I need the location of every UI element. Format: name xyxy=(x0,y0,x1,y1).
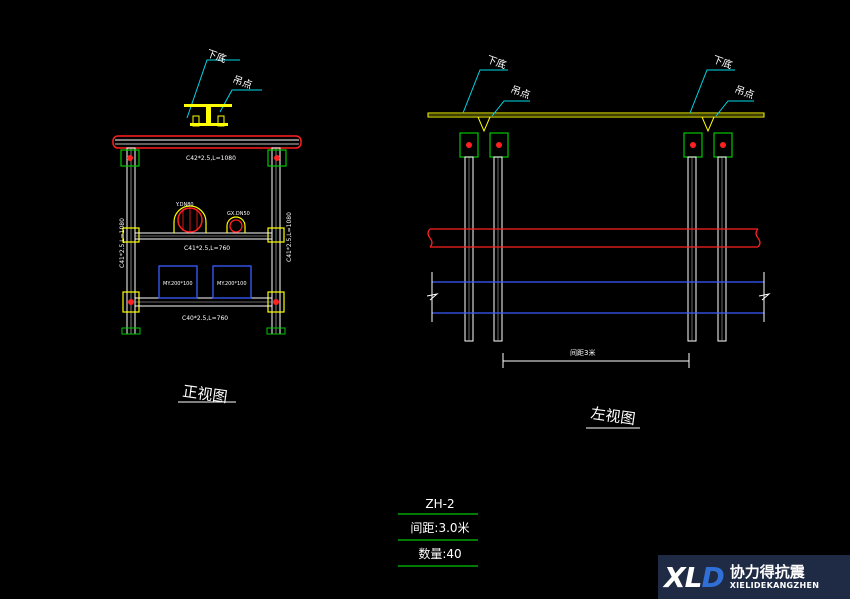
front-ducts: MY.200*100 MY.200*100 xyxy=(158,265,252,299)
duct-right xyxy=(212,265,252,299)
dim-top: C42*2.5,L=1080 xyxy=(186,155,236,162)
side-beam-label-right: 下底 xyxy=(711,53,734,72)
front-top-channel xyxy=(112,135,302,149)
front-pipes: Y.DN80 GX.DN50 xyxy=(173,202,250,233)
info-spacing: 间距:3.0米 xyxy=(410,521,469,535)
small-pipe xyxy=(229,219,243,233)
front-connectors xyxy=(120,149,287,335)
front-i-beam xyxy=(184,104,232,127)
logo-text: 协力得抗震 XIELIDEKANGZHEN xyxy=(730,563,820,591)
side-spacing-dimension: 间距3米 xyxy=(502,348,690,368)
side-hangers xyxy=(459,116,733,158)
logo-name-en: XIELIDEKANGZHEN xyxy=(729,581,820,590)
front-mid-channel xyxy=(134,232,273,240)
dim-left-vertical: C41*2.5,L=1080 xyxy=(119,218,126,268)
info-quantity: 数量:40 xyxy=(418,546,461,561)
large-pipe-saddle xyxy=(173,205,207,233)
side-callouts: 下底 吊点 下底 吊点 xyxy=(462,53,756,117)
front-view-title: 正视图 xyxy=(181,382,228,406)
small-pipe-saddle xyxy=(226,216,246,233)
side-posts xyxy=(464,156,727,342)
side-blue-ducts xyxy=(426,272,771,322)
side-view-title: 左视图 xyxy=(589,404,636,428)
dim-right-vertical: C41*2.5,L=1080 xyxy=(286,212,293,262)
front-hanger-label: 吊点 xyxy=(231,74,254,92)
info-code: ZH-2 xyxy=(425,497,454,511)
side-hanger-label-left: 吊点 xyxy=(509,84,532,102)
duct-right-label: MY.200*100 xyxy=(217,281,247,287)
side-view: 下底 吊点 下底 吊点 xyxy=(426,53,771,429)
side-top-beam xyxy=(427,112,765,118)
large-pipe-label: Y.DN80 xyxy=(175,202,194,208)
logo-name-cn: 协力得抗震 xyxy=(729,563,805,581)
small-pipe-label: GX.DN50 xyxy=(227,211,250,217)
front-callouts: 下底 吊点 xyxy=(186,47,262,119)
side-hanger-label-right: 吊点 xyxy=(733,84,756,102)
duct-left xyxy=(158,265,198,299)
duct-left-label: MY.200*100 xyxy=(163,281,193,287)
dim-mid: C41*2.5,L=760 xyxy=(184,245,230,252)
logo-mark-right: D xyxy=(701,560,724,594)
side-beam-label-left: 下底 xyxy=(485,53,508,72)
front-dimensions: C42*2.5,L=1080 C41*2.5,L=760 C40*2.5,L=7… xyxy=(119,155,293,322)
side-red-pipe xyxy=(427,228,761,248)
front-beam-label: 下底 xyxy=(205,47,228,66)
hanger-leader xyxy=(219,89,262,113)
front-view: 下底 吊点 xyxy=(112,47,302,406)
logo-mark-left: XL xyxy=(664,560,702,594)
logo-mark: XLD xyxy=(664,560,725,594)
company-logo: XLD 协力得抗震 XIELIDEKANGZHEN xyxy=(658,555,850,599)
dim-bottom: C40*2.5,L=760 xyxy=(182,315,228,322)
side-spacing-label: 间距3米 xyxy=(570,348,595,357)
info-table: ZH-2 间距:3.0米 数量:40 xyxy=(398,497,478,567)
front-bottom-channel xyxy=(134,297,273,307)
beam-leader xyxy=(186,59,240,119)
